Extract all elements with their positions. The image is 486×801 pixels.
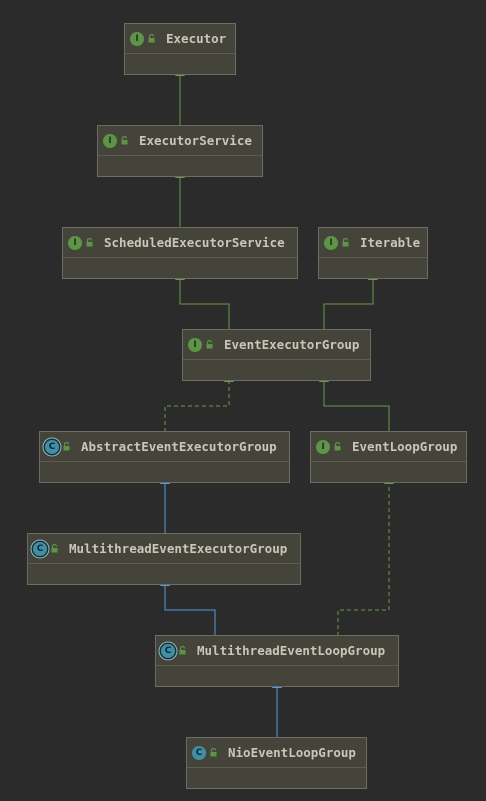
- abstract-class-icon: C: [45, 439, 59, 454]
- node-label: AbstractEventExecutorGroup: [81, 439, 277, 454]
- node-label: Iterable: [360, 235, 421, 250]
- interface-icon: I: [130, 31, 144, 46]
- interface-icon: I: [103, 133, 117, 148]
- edge-eventexecutorgroup-scheduledexecutorservice: [175, 270, 230, 330]
- node-abstract-event-executor-group[interactable]: C AbstractEventExecutorGroup: [39, 431, 290, 483]
- lock-icon: [51, 544, 58, 553]
- lock-icon: [210, 748, 217, 757]
- lock-icon: [86, 238, 93, 247]
- edge-multithreadeventloopgroup-multithreadeventexecutorgroup: [160, 576, 216, 636]
- interface-icon: I: [188, 337, 202, 352]
- lock-icon: [334, 442, 341, 451]
- node-label: Executor: [166, 31, 227, 46]
- node-multithread-event-executor-group[interactable]: C MultithreadEventExecutorGroup: [27, 533, 301, 585]
- node-label: NioEventLoopGroup: [228, 745, 356, 760]
- edge-multithreadeventloopgroup-eventloopgroup: [337, 474, 394, 636]
- node-executor-service[interactable]: I ExecutorService: [97, 125, 263, 177]
- edge-abstracteventexecutorgroup-eventexecutorgroup: [164, 372, 234, 432]
- node-label: MultithreadEventLoopGroup: [197, 643, 386, 658]
- lock-icon: [63, 442, 70, 451]
- node-event-loop-group[interactable]: I EventLoopGroup: [310, 431, 467, 483]
- node-scheduled-executor-service[interactable]: I ScheduledExecutorService: [62, 227, 298, 279]
- node-nio-event-loop-group[interactable]: C NioEventLoopGroup: [186, 737, 367, 789]
- lock-icon: [121, 136, 128, 145]
- node-label: EventExecutorGroup: [224, 337, 360, 352]
- edge-eventexecutorgroup-iterable: [323, 270, 378, 330]
- node-label: MultithreadEventExecutorGroup: [69, 541, 288, 556]
- interface-icon: I: [68, 235, 82, 250]
- edge-eventloopgroup-eventexecutorgroup: [319, 372, 390, 432]
- lock-icon: [148, 34, 155, 43]
- lock-icon: [179, 646, 186, 655]
- node-label: ExecutorService: [139, 133, 252, 148]
- abstract-class-icon: C: [161, 643, 175, 658]
- class-icon: C: [192, 745, 206, 760]
- node-label: EventLoopGroup: [352, 439, 458, 454]
- node-label: ScheduledExecutorService: [104, 235, 285, 250]
- abstract-class-icon: C: [33, 541, 47, 556]
- node-iterable[interactable]: I Iterable: [318, 227, 428, 279]
- lock-icon: [206, 340, 213, 349]
- interface-icon: I: [316, 439, 330, 454]
- interface-icon: I: [324, 235, 338, 250]
- node-event-executor-group[interactable]: I EventExecutorGroup: [182, 329, 371, 381]
- node-executor[interactable]: I Executor: [124, 23, 236, 75]
- node-multithread-event-loop-group[interactable]: C MultithreadEventLoopGroup: [155, 635, 399, 687]
- lock-icon: [342, 238, 349, 247]
